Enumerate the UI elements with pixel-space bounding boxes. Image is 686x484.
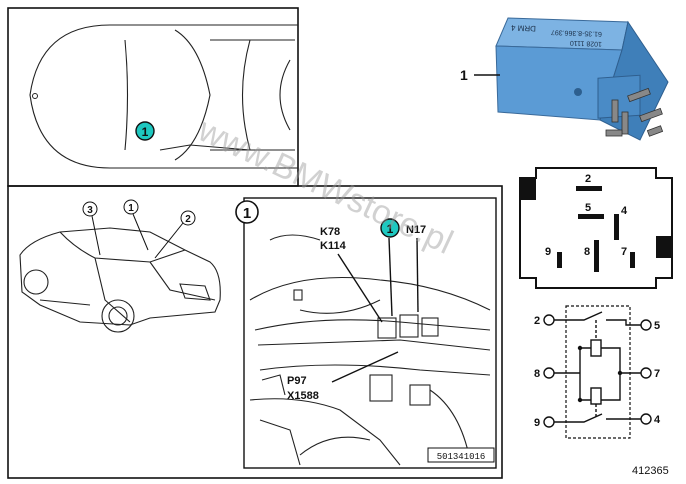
label-p97: P97: [287, 375, 307, 387]
car-callout-1: 1: [123, 199, 149, 251]
engine-callout: 1: [380, 218, 400, 238]
circuit-pin-2: 2: [534, 315, 540, 327]
pin-label-8: 8: [584, 246, 590, 258]
pin-label-7: 7: [621, 246, 627, 258]
top-view-panel: 1: [7, 7, 299, 187]
engine-panel-number: 1: [235, 200, 259, 224]
engine-image-code: 501341016: [437, 452, 486, 462]
circuit-pin-4: 4: [654, 414, 661, 426]
pin-label-9: 9: [545, 246, 551, 258]
label-n17: N17: [406, 224, 426, 236]
top-view-callout-number: 1: [142, 125, 149, 139]
diagram-id: 412365: [632, 465, 669, 477]
relay-case-text-2: 61.35-8.366.397: [551, 28, 602, 37]
car-3d-panel: 3 1 2: [19, 199, 221, 333]
engine-bay-panel: 1 1 K78 K114 N17 P97 X1588 5: [235, 197, 497, 469]
car-callout-2: 2: [154, 210, 196, 259]
relay-callout: 1: [460, 67, 468, 83]
relay-illustration: DRM 4 61.35-8.366.397 1028 1110 1: [460, 17, 669, 141]
svg-text:1: 1: [387, 222, 394, 236]
circuit-pin-7: 7: [654, 368, 660, 380]
circuit-schematic: 2 8 9 5 7 4: [534, 305, 661, 439]
top-view-callout: 1: [135, 121, 155, 141]
circuit-pin-9: 9: [534, 417, 540, 429]
svg-text:1: 1: [243, 205, 251, 222]
pin-label-2: 2: [585, 173, 591, 185]
svg-text:3: 3: [87, 205, 93, 216]
pin-label-4: 4: [621, 205, 628, 217]
circuit-pin-5: 5: [654, 320, 660, 332]
svg-text:1: 1: [128, 203, 134, 214]
lower-frame: [7, 185, 503, 479]
relay-case-text-1: DRM 4: [510, 23, 536, 33]
pinout-diagram: 2 5 4 9 8 7: [519, 167, 673, 289]
label-x1588: X1588: [287, 390, 319, 402]
relay-case-text-3: 1028 1110: [570, 39, 602, 47]
svg-text:2: 2: [185, 214, 191, 225]
label-k78: K78: [320, 226, 340, 238]
pin-label-5: 5: [585, 202, 591, 214]
label-k114: K114: [320, 240, 347, 252]
circuit-pin-8: 8: [534, 368, 540, 380]
car-callout-3: 3: [82, 201, 101, 256]
